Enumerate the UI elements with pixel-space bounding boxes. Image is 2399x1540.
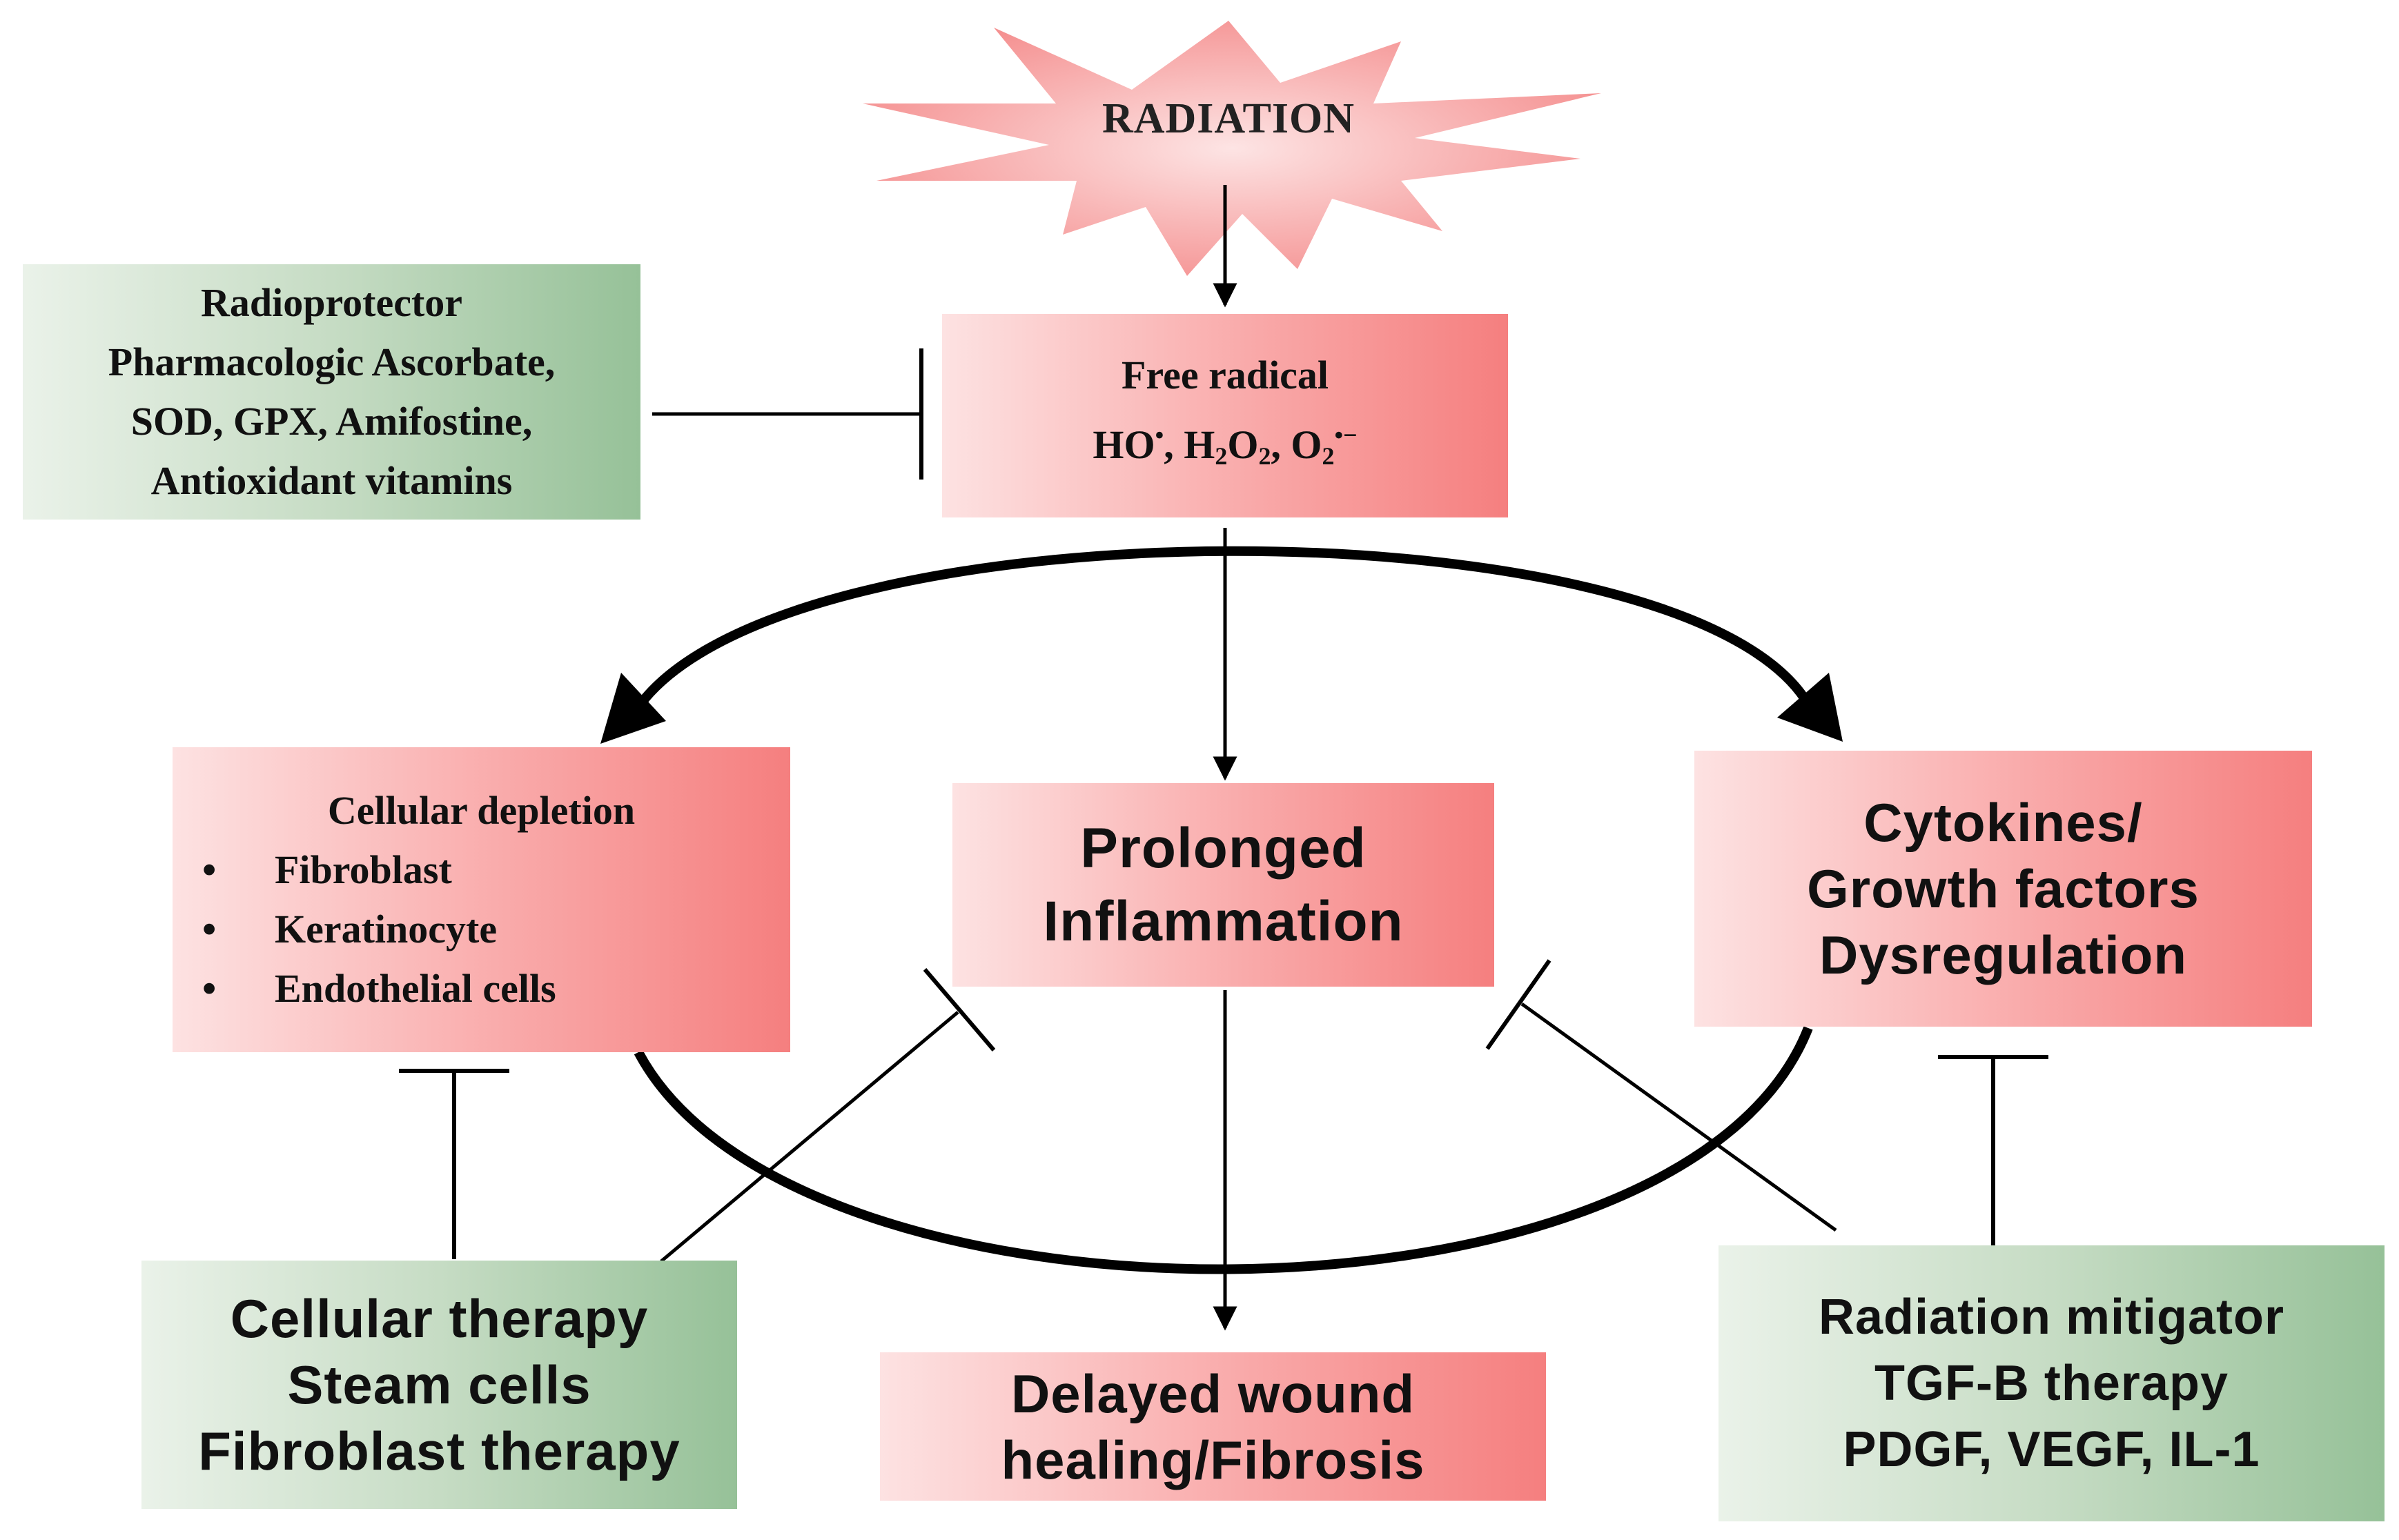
delayed-healing-box: Delayed wound healing/Fibrosis	[880, 1352, 1546, 1501]
radioprotector-line: Radioprotector	[200, 280, 463, 325]
cytokines-line: Growth factors	[1807, 858, 2200, 919]
radioprotector-line: Pharmacologic Ascorbate,	[108, 339, 556, 384]
list-item: •Fibroblast	[185, 840, 556, 900]
cytokines-line: Dysregulation	[1819, 925, 2188, 985]
arrowhead-left	[600, 673, 666, 744]
cellular-depletion-box: Cellular depletion •Fibroblast •Keratino…	[173, 747, 790, 1052]
delayed-healing-line: Delayed wound	[1010, 1363, 1416, 1424]
list-item: •Endothelial cells	[185, 959, 556, 1018]
cellular-therapy-line: Fibroblast therapy	[198, 1421, 680, 1481]
superoxide: O2•−	[1291, 421, 1358, 470]
radiation-mitigator-box: Radiation mitigator TGF-B therapy PDGF, …	[1719, 1245, 2385, 1521]
list-item: •Keratinocyte	[185, 900, 556, 959]
inhibition-cellular-therapy-inflammation	[660, 968, 996, 1263]
radioprotector-line: Antioxidant vitamins	[150, 458, 513, 503]
inhibition-cellular-therapy-depletion	[399, 1069, 509, 1259]
cellular-therapy-box: Cellular therapy Steam cells Fibroblast …	[141, 1261, 737, 1509]
inflammation-line: Inflammation	[1043, 889, 1404, 953]
bullet-icon: •	[202, 907, 217, 951]
bullet-icon: •	[202, 966, 217, 1011]
arrowhead-right	[1777, 673, 1843, 742]
cellular-therapy-line: Steam cells	[287, 1354, 591, 1415]
bullet-icon: •	[202, 847, 217, 892]
upper-arc	[627, 546, 1817, 720]
inflammation-line: Prolonged	[1080, 816, 1367, 880]
cellular-depletion-title: Cellular depletion	[327, 788, 636, 833]
radioprotector-line: SOD, GPX, Amifostine,	[130, 399, 533, 444]
prolonged-inflammation-box: Prolonged Inflammation	[952, 783, 1494, 987]
cellular-therapy-line: Cellular therapy	[230, 1288, 649, 1349]
radiation-label: RADIATION	[1101, 95, 1355, 142]
hydroxyl-radical: HO•	[1093, 421, 1164, 467]
free-radical-title: Free radical	[1121, 353, 1329, 398]
hydrogen-peroxide: H2O2	[1184, 422, 1271, 470]
cytokines-line: Cytokines/	[1863, 792, 2143, 853]
lower-arc	[634, 1026, 1813, 1274]
cytokines-box: Cytokines/ Growth factors Dysregulation	[1694, 751, 2312, 1027]
inhibition-radioprotector	[652, 348, 923, 480]
delayed-healing-line: healing/Fibrosis	[1001, 1429, 1425, 1490]
mitigator-line: Radiation mitigator	[1818, 1290, 2284, 1345]
free-radical-box: Free radical HO•, H2O2, O2•−	[942, 314, 1508, 517]
cellular-depletion-list: •Fibroblast •Keratinocyte •Endothelial c…	[185, 840, 556, 1018]
free-radical-species: HO•, H2O2, O2•−	[1093, 421, 1358, 470]
inhibition-mitigator-inflammation	[1485, 959, 1837, 1232]
mitigator-line: PDGF, VEGF, IL-1	[1843, 1422, 2260, 1477]
mitigator-line: TGF-B therapy	[1874, 1356, 2229, 1411]
inhibition-mitigator-cytokines	[1938, 1055, 2048, 1259]
radioprotector-box: Radioprotector Pharmacologic Ascorbate, …	[23, 264, 640, 520]
radiation-burst	[863, 21, 1601, 276]
